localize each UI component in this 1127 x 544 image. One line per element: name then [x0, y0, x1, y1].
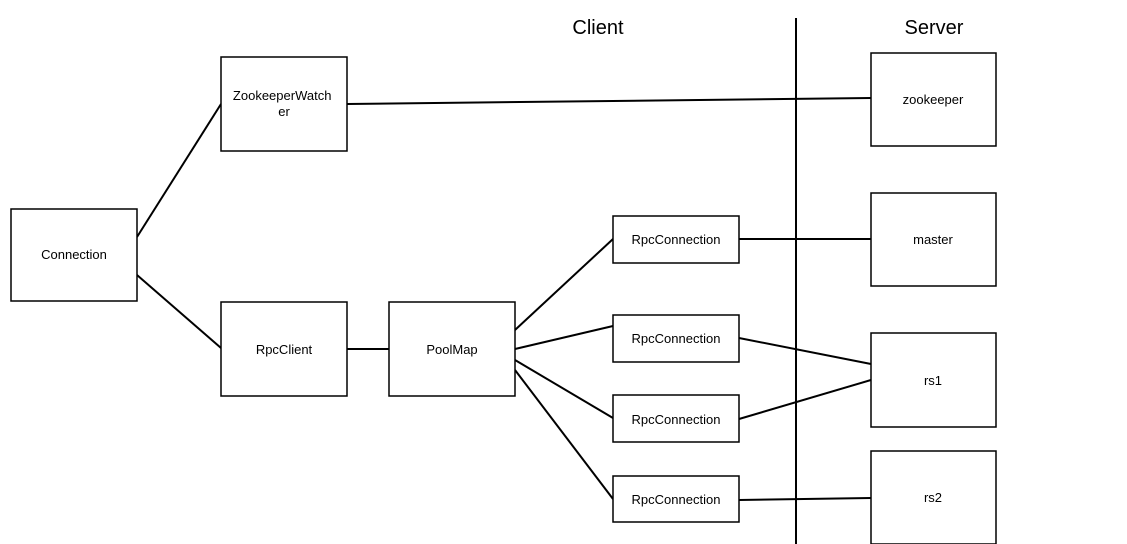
edge-poolmap-rpcconnection-2	[514, 325, 614, 350]
node-rpc-connection-1-label: RpcConnection	[632, 232, 721, 247]
node-rpc-connection-1: RpcConnection	[612, 215, 740, 264]
node-connection-label: Connection	[41, 247, 107, 262]
node-zookeeper-watcher-label-line-1: ZookeeperWatch	[233, 88, 332, 103]
node-zookeeper: zookeeper	[870, 52, 997, 147]
node-rpc-client: RpcClient	[220, 301, 348, 397]
node-rs2: rs2	[870, 450, 997, 544]
node-rs1-label: rs1	[924, 373, 942, 388]
node-rpc-connection-3: RpcConnection	[612, 394, 740, 443]
node-rs2-label: rs2	[924, 490, 942, 505]
node-zookeeper-watcher-label: ZookeeperWatch er	[233, 88, 335, 119]
edge-poolmap-rpcconnection-3	[514, 359, 614, 419]
edge-rpcconnection-4-rs2	[738, 497, 872, 501]
node-rs1: rs1	[870, 332, 997, 428]
node-connection: Connection	[10, 208, 138, 302]
node-master: master	[870, 192, 997, 287]
node-pool-map: PoolMap	[388, 301, 516, 397]
edge-poolmap-rpcconnection-4	[514, 369, 614, 500]
node-rpc-connection-3-label: RpcConnection	[632, 412, 721, 427]
node-zookeeper-watcher-label-line-2: er	[278, 104, 290, 119]
server-section-label: Server	[905, 17, 964, 39]
connectors	[136, 97, 872, 501]
node-zookeeper-watcher: ZookeeperWatch er	[220, 56, 348, 152]
edge-rpcconnection-2-rs1	[738, 337, 872, 365]
node-pool-map-label: PoolMap	[426, 342, 477, 357]
node-master-label: master	[913, 232, 953, 247]
edge-rpcconnection-3-rs1	[738, 379, 872, 420]
node-rpc-connection-2: RpcConnection	[612, 314, 740, 363]
client-section-label: Client	[572, 17, 624, 39]
edge-connection-rpcclient	[136, 274, 222, 349]
node-rpc-connection-4-label: RpcConnection	[632, 492, 721, 507]
node-rpc-connection-4: RpcConnection	[612, 475, 740, 523]
edge-poolmap-rpcconnection-1	[514, 238, 614, 331]
node-rpc-connection-2-label: RpcConnection	[632, 331, 721, 346]
node-rpc-client-label: RpcClient	[256, 342, 313, 357]
edge-connection-zookeeperwatcher	[136, 103, 222, 238]
node-zookeeper-label: zookeeper	[903, 92, 964, 107]
edge-zookeeperwatcher-zookeeper	[346, 97, 872, 105]
